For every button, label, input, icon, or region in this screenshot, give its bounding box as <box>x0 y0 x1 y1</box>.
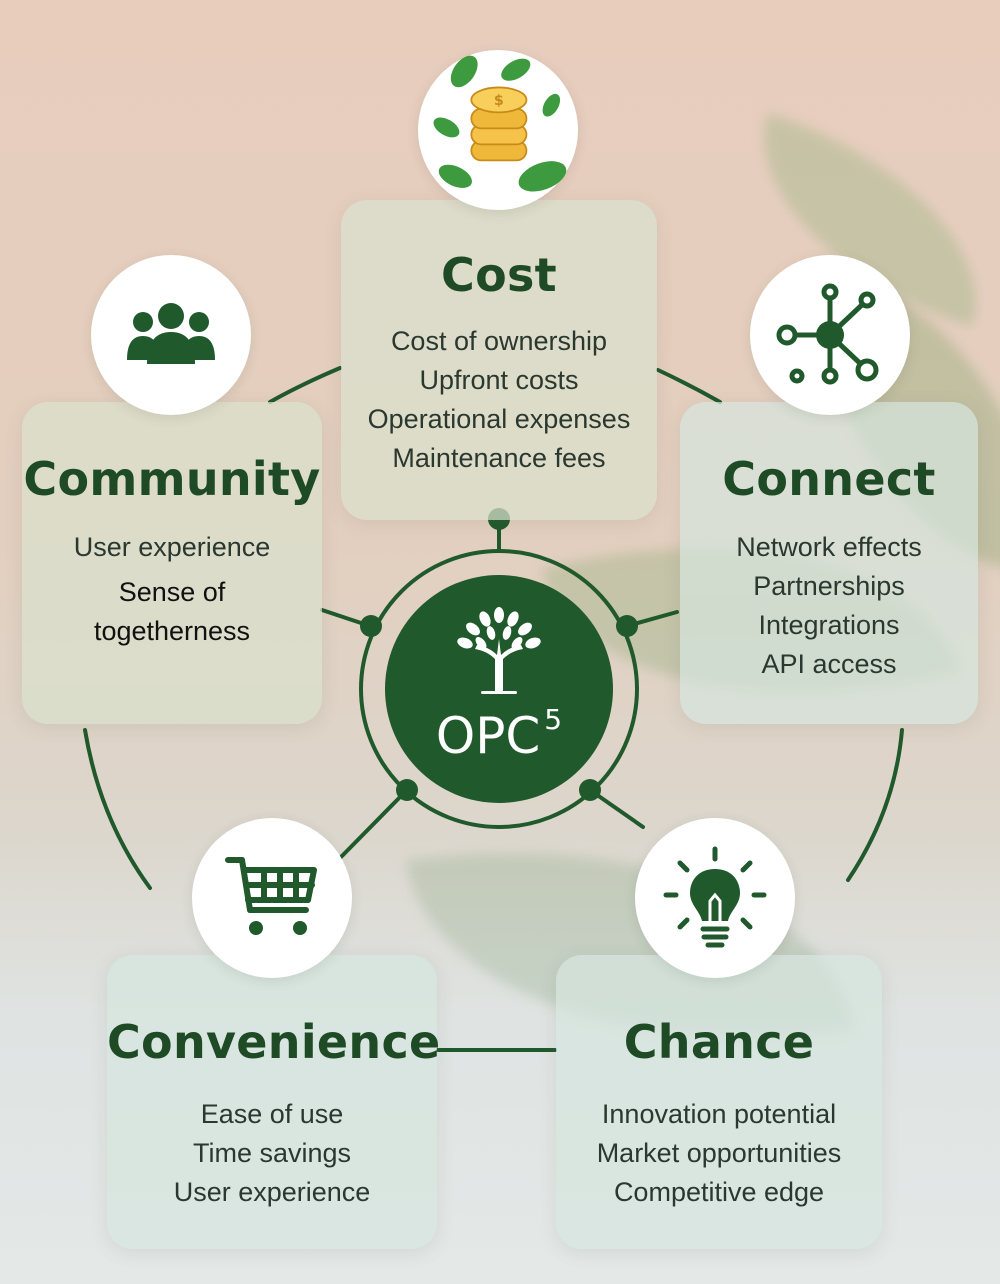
chance-card: Chance Innovation potential Market oppor… <box>556 955 882 1249</box>
list-item: Innovation potential <box>601 1099 837 1129</box>
shopping-cart-icon <box>225 857 317 935</box>
community-icon-circle <box>91 255 251 415</box>
coins-leaves-icon: $ <box>433 55 567 192</box>
convenience-title: Convenience <box>107 1015 441 1069</box>
list-item: Operational expenses <box>367 404 631 434</box>
community-card: Community User experience Sense of toget… <box>22 402 322 724</box>
cost-icon-circle: $ <box>418 50 578 210</box>
chance-title: Chance <box>623 1015 815 1069</box>
chance-icon-circle <box>635 818 795 978</box>
list-item: API access <box>761 649 897 679</box>
list-item: User experience <box>173 1177 371 1207</box>
list-item: Ease of use <box>200 1099 344 1129</box>
community-title: Community <box>23 452 321 506</box>
lightbulb-icon <box>663 846 767 948</box>
hub-superscript: 5 <box>544 703 563 736</box>
list-item: togetherness <box>93 616 251 646</box>
connect-items: Network effects Partnerships Integration… <box>680 528 978 684</box>
list-item: Market opportunities <box>596 1138 842 1168</box>
svg-text:$: $ <box>494 93 504 109</box>
network-nodes-icon <box>776 283 879 385</box>
cost-card: Cost Cost of ownership Upfront costs Ope… <box>341 200 657 520</box>
connect-icon-circle <box>750 255 910 415</box>
community-items: User experience Sense of togetherness <box>22 528 322 651</box>
list-item: Time savings <box>192 1138 352 1168</box>
cost-items: Cost of ownership Upfront costs Operatio… <box>341 322 657 478</box>
people-group-icon <box>127 303 215 364</box>
convenience-icon-circle <box>192 818 352 978</box>
list-item: Integrations <box>758 610 900 640</box>
list-item: Sense of <box>118 577 226 607</box>
list-item: Cost of ownership <box>390 326 608 356</box>
chance-items: Innovation potential Market opportunitie… <box>556 1095 882 1212</box>
tree-icon <box>457 607 541 694</box>
list-item: User experience <box>73 532 271 562</box>
convenience-card: Convenience Ease of use Time savings Use… <box>107 955 441 1249</box>
cost-title: Cost <box>441 248 557 302</box>
list-item: Partnerships <box>753 571 905 601</box>
list-item: Maintenance fees <box>392 443 606 473</box>
list-item: Upfront costs <box>419 365 579 395</box>
convenience-items: Ease of use Time savings User experience <box>107 1095 437 1212</box>
list-item: Competitive edge <box>613 1177 825 1207</box>
connect-card: Connect Network effects Partnerships Int… <box>680 402 978 724</box>
list-item: Network effects <box>736 532 922 562</box>
connect-title: Connect <box>722 452 936 506</box>
hub-label-text: OPC <box>435 707 541 765</box>
